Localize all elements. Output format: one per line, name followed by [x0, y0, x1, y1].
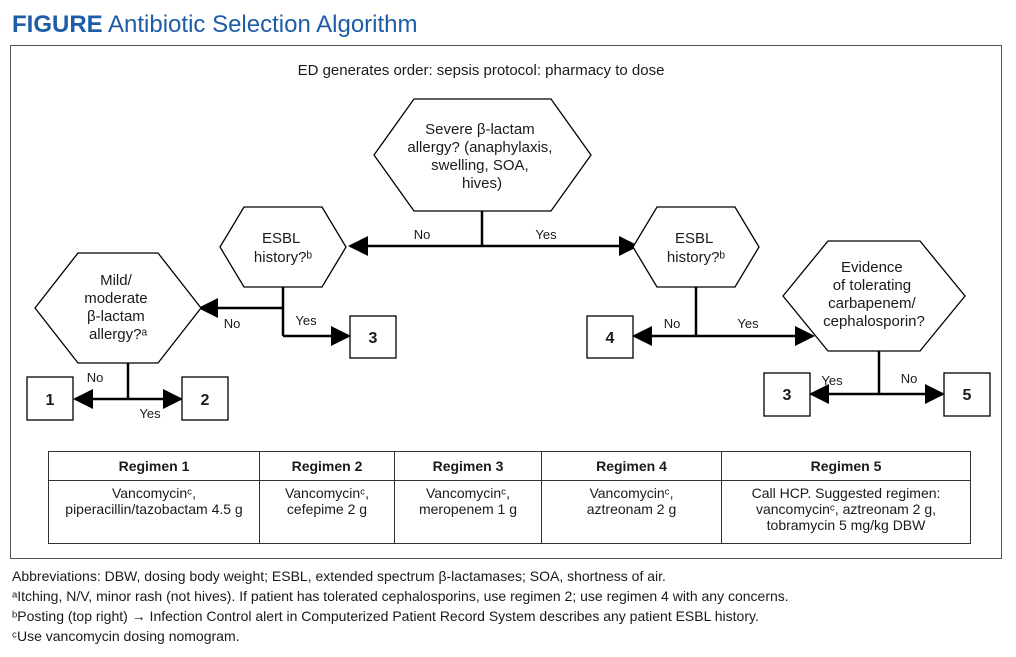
figure-label: FIGURE: [12, 11, 103, 38]
evidence-yes-label: Yes: [821, 373, 843, 388]
outcome-4: 4: [606, 330, 615, 347]
regimen-3-line-1: Vancomycinᶜ,: [425, 485, 511, 501]
esbl-right-text: ESBL history?ᵇ: [667, 230, 726, 266]
regimen-5-line-1: Call HCP. Suggested regimen:: [751, 485, 941, 501]
esbl-left-text: ESBL history?ᵇ: [254, 230, 313, 266]
severe-yes-label: Yes: [535, 227, 557, 242]
mild-allergy-decision: [34, 252, 202, 364]
regimen-2-line-1: Vancomycinᶜ,: [284, 485, 370, 501]
evidence-line-3: carbapenem/: [828, 295, 916, 312]
regimen-3-cell: Vancomycinᶜ, meropenem 1 g: [394, 480, 542, 544]
regimen-5-line-3: tobramycin 5 mg/kg DBW: [766, 517, 926, 533]
regimen-header-row: Regimen 1 Regimen 2 Regimen 3 Regimen 4 …: [48, 451, 971, 481]
regimen-body-row: Vancomycinᶜ, piperacillin/tazobactam 4.5…: [48, 480, 971, 544]
footnote-b: ᵇPosting (top right) → Infection Control…: [12, 608, 759, 624]
severe-allergy-line-3: swelling, SOA,: [431, 157, 529, 174]
severe-no-label: No: [414, 227, 431, 242]
regimen-table: Regimen 1 Regimen 2 Regimen 3 Regimen 4 …: [48, 451, 971, 544]
outcome-3-right: 3: [783, 387, 792, 404]
regimen-2-header: Regimen 2: [259, 451, 395, 481]
outcome-box-3-left: [349, 315, 397, 359]
esbl-right-decision: [632, 206, 760, 288]
outcome-2: 2: [201, 392, 210, 409]
regimen-4-cell: Vancomycinᶜ, aztreonam 2 g: [541, 480, 722, 544]
esbl-left-line-1: ESBL: [262, 230, 300, 247]
outcome-box-3-right: [763, 372, 811, 417]
evidence-line-4: cephalosporin?: [823, 313, 925, 330]
regimen-2-cell: Vancomycinᶜ, cefepime 2 g: [259, 480, 395, 544]
regimen-1-line-1: Vancomycinᶜ,: [111, 485, 197, 501]
footnote-c: ᶜUse vancomycin dosing nomogram.: [12, 628, 240, 644]
evidence-text: Evidence of tolerating carbapenem/ cepha…: [823, 259, 925, 330]
severe-allergy-line-1: Severe β-lactam: [425, 121, 535, 138]
figure-title: FIGURE Antibiotic Selection Algorithm: [12, 10, 418, 40]
mild-allergy-line-2: moderate: [84, 290, 147, 307]
outcome-box-5: [943, 372, 991, 417]
figure-title-text: Antibiotic Selection Algorithm: [108, 11, 418, 38]
esbl-right-line-2: history?ᵇ: [667, 249, 726, 266]
regimen-4-line-1: Vancomycinᶜ,: [589, 485, 674, 501]
regimen-2-line-2: cefepime 2 g: [286, 501, 368, 517]
regimen-4-line-2: aztreonam 2 g: [586, 501, 677, 517]
severe-allergy-line-2: allergy? (anaphylaxis,: [407, 139, 552, 156]
esbl-left-yes-label: Yes: [295, 313, 317, 328]
regimen-3-header: Regimen 3: [394, 451, 542, 481]
mild-yes-label: Yes: [139, 406, 161, 421]
evidence-line-1: Evidence: [841, 259, 903, 276]
esbl-left-no-label: No: [224, 316, 241, 331]
mild-no-label: No: [87, 370, 104, 385]
severe-allergy-text: Severe β-lactam allergy? (anaphylaxis, s…: [407, 121, 556, 192]
regimen-1-header: Regimen 1: [48, 451, 260, 481]
mild-allergy-text: Mild/ moderate β-lactam allergy?ᵃ: [84, 272, 152, 343]
esbl-right-no-label: No: [664, 316, 681, 331]
outcome-3-left: 3: [369, 330, 378, 347]
evidence-decision: [782, 240, 966, 352]
regimen-1-line-2: piperacillin/tazobactam 4.5 g: [65, 501, 243, 517]
flowchart-frame: [10, 45, 1002, 559]
evidence-line-2: of tolerating: [833, 277, 911, 294]
mild-allergy-line-3: β-lactam: [87, 308, 145, 325]
regimen-1-cell: Vancomycinᶜ, piperacillin/tazobactam 4.5…: [48, 480, 260, 544]
outcome-box-1: [26, 376, 74, 421]
regimen-3-line-2: meropenem 1 g: [418, 501, 518, 517]
outcome-5: 5: [963, 387, 972, 404]
regimen-5-header: Regimen 5: [721, 451, 971, 481]
regimen-5-line-2: vancomycinᶜ, aztreonam 2 g,: [755, 501, 937, 517]
outcome-box-2: [181, 376, 229, 421]
esbl-left-line-2: history?ᵇ: [254, 249, 313, 266]
severe-allergy-line-4: hives): [462, 175, 502, 192]
esbl-left-decision: [219, 206, 347, 288]
start-node-text: ED generates order: sepsis protocol: pha…: [298, 62, 665, 79]
regimen-5-cell: Call HCP. Suggested regimen: vancomycinᶜ…: [721, 480, 971, 544]
footnote-a: ᵃItching, N/V, minor rash (not hives). I…: [12, 588, 789, 604]
severe-allergy-decision: [373, 98, 592, 212]
esbl-right-line-1: ESBL: [675, 230, 713, 247]
footnote-abbreviations: Abbreviations: DBW, dosing body weight; …: [12, 568, 666, 584]
mild-allergy-line-1: Mild/: [100, 272, 133, 289]
outcome-box-4: [586, 315, 634, 359]
regimen-4-header: Regimen 4: [541, 451, 722, 481]
evidence-no-label: No: [901, 371, 918, 386]
outcome-1: 1: [46, 392, 55, 409]
footnotes: Abbreviations: DBW, dosing body weight; …: [12, 566, 789, 646]
mild-allergy-line-4: allergy?ᵃ: [89, 326, 148, 343]
esbl-right-yes-label: Yes: [737, 316, 759, 331]
